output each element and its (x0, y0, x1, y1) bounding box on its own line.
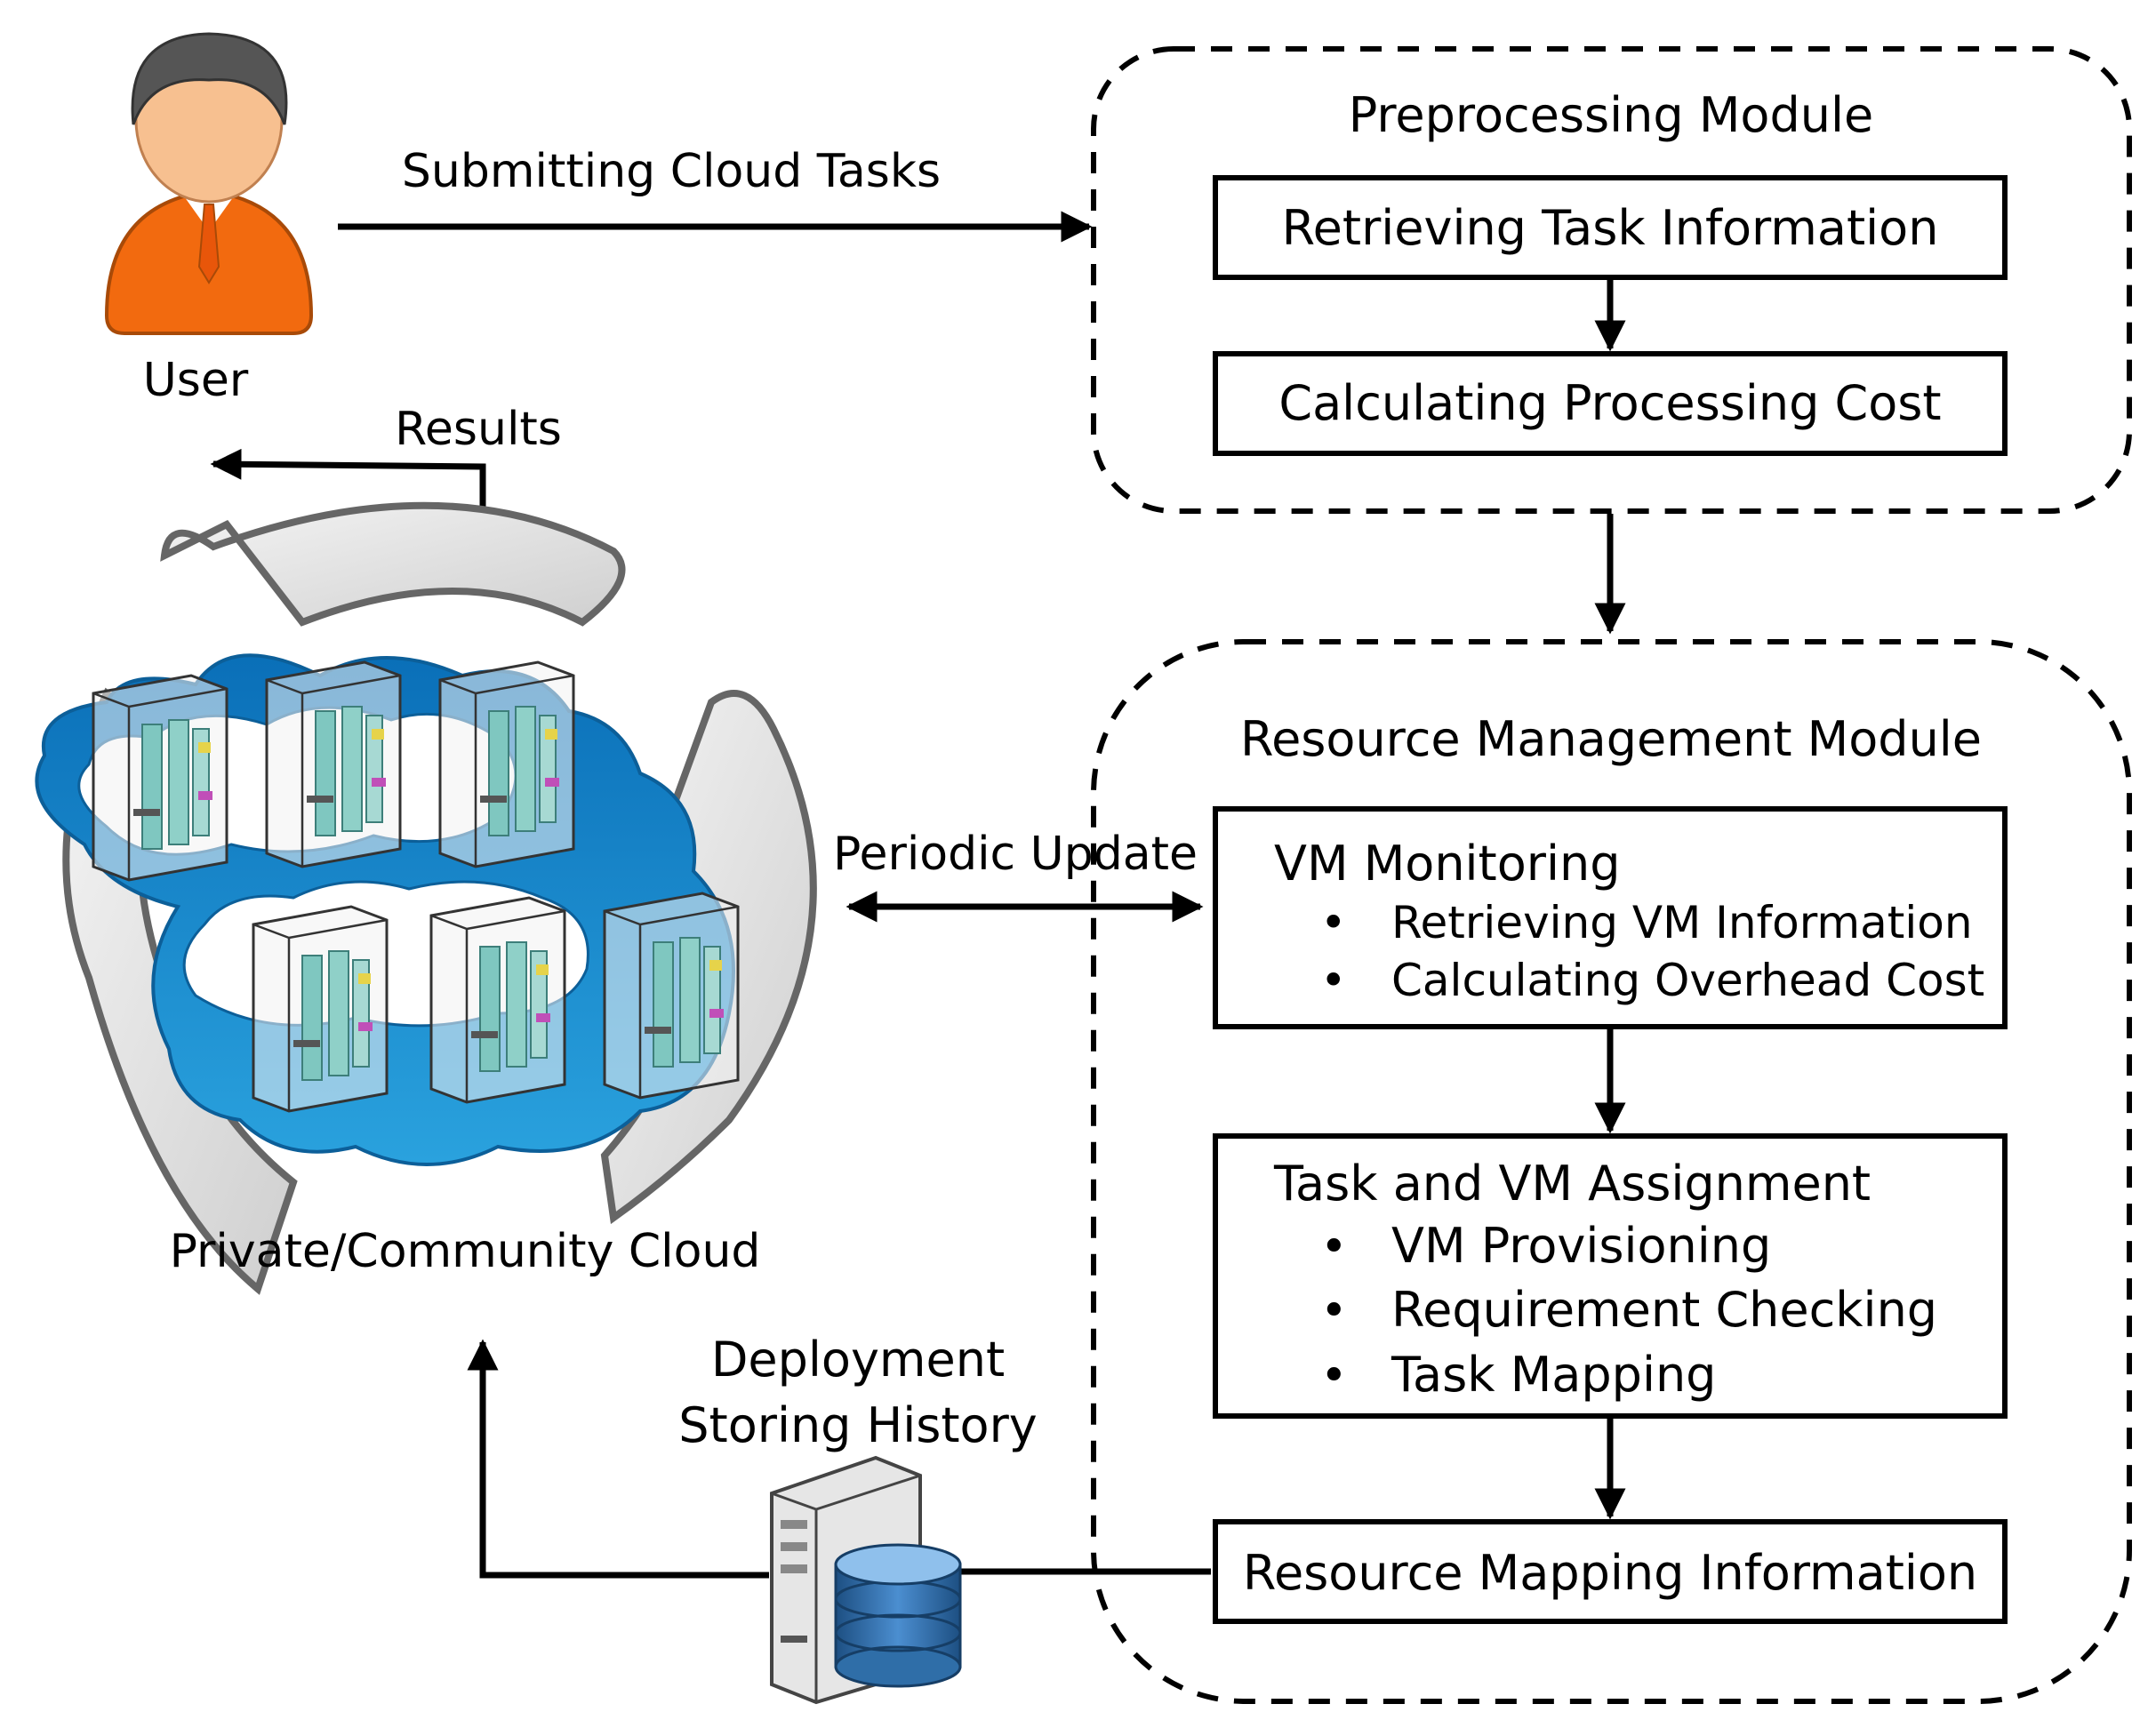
bullet: • (1320, 1284, 1348, 1338)
vm-monitoring-title: VM Monitoring (1274, 836, 1620, 892)
deployment-label-line2: Storing History (678, 1397, 1037, 1453)
task-assignment-title: Task and VM Assignment (1273, 1156, 1871, 1212)
bullet: • (1320, 897, 1347, 948)
retrieving-task-box (1213, 175, 2008, 280)
mapping-info-box (1213, 1519, 2008, 1624)
deployment-label-line1: Deployment (711, 1332, 1005, 1388)
periodic-update-label: Periodic Update (833, 828, 1198, 881)
cloud-icon (35, 501, 817, 1295)
mapping-info-label: Resource Mapping Information (1243, 1545, 1977, 1601)
database-icon (834, 1543, 962, 1688)
cloud-label: Private/Community Cloud (170, 1225, 761, 1278)
assignment-item: Task Mapping (1391, 1347, 1716, 1403)
vm-monitoring-item: Calculating Overhead Cost (1391, 955, 1984, 1006)
assignment-item: VM Provisioning (1391, 1218, 1771, 1274)
task-assignment-box (1213, 1133, 2008, 1419)
preprocessing-module (1091, 46, 2132, 514)
vm-monitoring-box (1213, 806, 2008, 1029)
calculating-processing-box (1213, 351, 2008, 456)
bullet: • (1320, 955, 1347, 1006)
user-label: User (143, 354, 249, 407)
results-label: Results (395, 403, 562, 456)
resource-management-module (1091, 639, 2132, 1704)
bullet: • (1320, 1220, 1348, 1274)
submit-label: Submitting Cloud Tasks (402, 145, 941, 198)
assignment-item: Requirement Checking (1391, 1282, 1937, 1338)
preprocessing-title: Preprocessing Module (1349, 87, 1873, 143)
user-icon (104, 32, 314, 335)
results-arrow (210, 448, 486, 511)
retrieving-task-label: Retrieving Task Information (1282, 200, 1939, 256)
resource-management-title: Resource Management Module (1240, 711, 1982, 767)
database-to-cloud-arrow (467, 1339, 769, 1579)
calculating-processing-label: Calculating Processing Cost (1278, 375, 1941, 431)
vm-monitoring-item: Retrieving VM Information (1391, 897, 1973, 948)
bullet: • (1320, 1349, 1348, 1403)
